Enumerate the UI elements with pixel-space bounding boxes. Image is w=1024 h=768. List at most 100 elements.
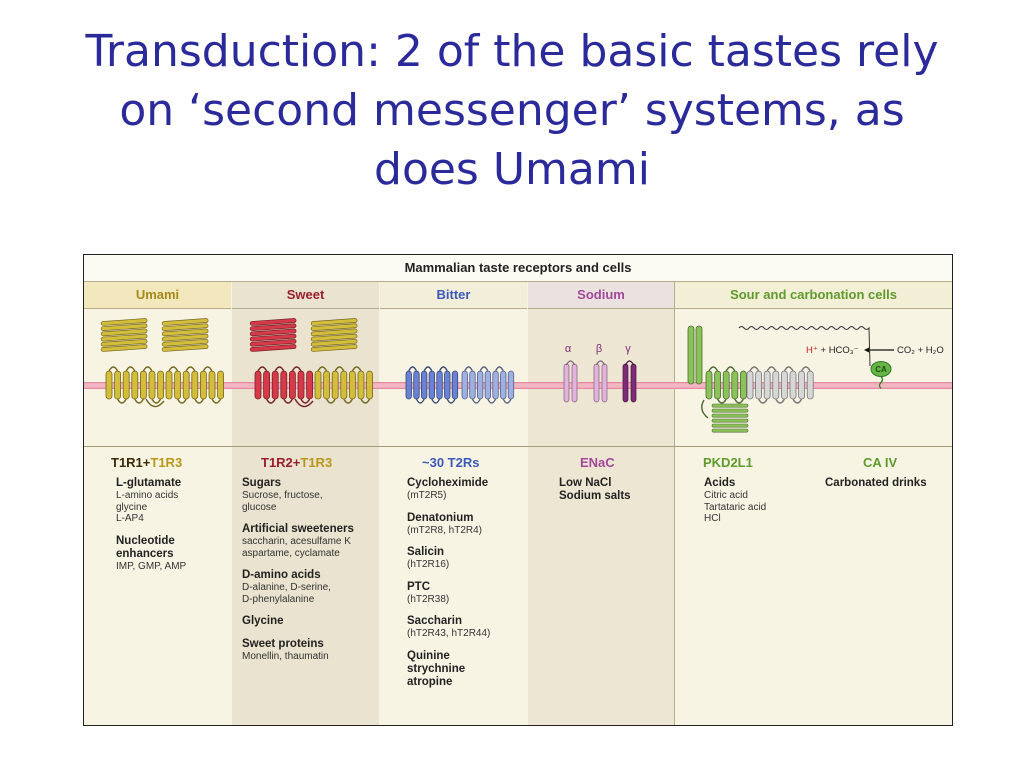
pkd1l3-transmembrane-helix (763, 370, 771, 400)
pkd2l1-transmembrane-helix (705, 370, 713, 400)
ligand-name: Glycine (242, 615, 284, 627)
ligand-item: Saccharin(hT2R43, hT2R44) (407, 615, 525, 640)
sweet-venus-flytrap-domain (310, 328, 358, 337)
ligand-name: L-glutamate (116, 477, 182, 489)
receptor-sour: PKD2L1 (703, 455, 753, 470)
umami-venus-flytrap-domain (161, 318, 209, 326)
ligand-item: PTC(hT2R38) (407, 581, 525, 606)
sweet-transmembrane-helix (331, 370, 339, 400)
ligand-detail: (mT2R5) (407, 490, 447, 501)
slide-title: Transduction: 2 of the basic tastes rely… (0, 22, 1024, 199)
sweet-transmembrane-helix (306, 370, 314, 400)
ligand-item: Cycloheximide(mT2R5) (407, 477, 525, 502)
sweet-transmembrane-helix (288, 370, 296, 400)
umami-transmembrane-helix (105, 370, 113, 400)
enac-subunit (571, 363, 578, 403)
sweet-transmembrane-helix (254, 370, 262, 400)
umami-venus-flytrap-domain (161, 323, 209, 332)
reaction-right: CO₂ + H₂O (897, 345, 944, 356)
sweet-transmembrane-helix (348, 370, 356, 400)
enac-subunit (563, 363, 570, 403)
umami-transmembrane-helix (217, 370, 225, 400)
sweet-transmembrane-helix (314, 370, 322, 400)
column-sour: Sour and carbonation cells (675, 282, 952, 725)
umami-venus-flytrap-domain (161, 344, 209, 352)
ligand-name: Artificial sweeteners (242, 523, 354, 535)
bitter-transmembrane-helix (500, 370, 507, 400)
ligand-name: Denatonium (407, 511, 474, 524)
sweet-venus-flytrap-domain (249, 338, 297, 347)
bitter-transmembrane-helix (461, 370, 468, 400)
pkd2l1-transmembrane-helix (714, 370, 721, 400)
sweet-transmembrane-helix (357, 370, 365, 400)
pkd2l1-transmembrane-helix (731, 370, 739, 400)
enac-alpha-label: α (565, 343, 572, 355)
bitter-transmembrane-helix (444, 370, 451, 400)
sweet-venus-flytrap-domain (249, 323, 297, 332)
pkd2l1-transmembrane-helix (722, 370, 730, 400)
anchor-tether (738, 326, 871, 367)
bitter-transmembrane-helix (413, 370, 420, 400)
ligand-name: Acids (704, 477, 736, 489)
illustration-baseline (84, 446, 952, 447)
pkd1l3-transmembrane-helix (772, 370, 780, 400)
ligand-name: Salicin (407, 546, 445, 558)
ligand-name: Carbonated drinks (825, 477, 927, 489)
umami-venus-flytrap-domain (100, 338, 148, 347)
bitter-transmembrane-helix (469, 370, 476, 400)
title-line-1: Transduction: 2 of the basic tastes rely (85, 26, 939, 77)
title-line-2: on ‘second messenger’ systems, as (119, 85, 905, 136)
umami-venus-flytrap-domain (161, 338, 209, 347)
pkd1l3-transmembrane-helix (781, 370, 788, 400)
sweet-transmembrane-helix (280, 370, 288, 400)
pkd-cytoplasmic-domain (711, 413, 749, 418)
column-sweet: Sweet (232, 282, 379, 725)
umami-transmembrane-helix (208, 370, 216, 400)
pkd-cytoplasmic-domain (711, 418, 749, 423)
enac-gamma-label: γ (625, 343, 631, 355)
ligand-detail: (hT2R38) (407, 593, 450, 605)
column-umami: Umami (84, 282, 231, 725)
bitter-transmembrane-helix (492, 370, 499, 400)
bitter-transmembrane-helix (420, 370, 428, 400)
sweet-transmembrane-helix (297, 370, 305, 400)
bitter-transmembrane-helix (476, 370, 484, 400)
ligand-name: Sweet proteins (242, 638, 324, 650)
enac-subunit (630, 363, 637, 403)
ligand-item: Salicin(hT2R16) (407, 546, 525, 571)
umami-transmembrane-helix (122, 370, 130, 400)
ligand-detail: (hT2R43, hT2R44) (407, 628, 491, 639)
umami-venus-flytrap-domain (100, 328, 148, 337)
ligand-detail: Sucrose, fructose,glucose (242, 490, 323, 513)
ligand-item: Glycine (242, 615, 378, 628)
umami-venus-flytrap-domain (100, 323, 148, 332)
umami-transmembrane-helix (131, 370, 139, 400)
bitter-transmembrane-helix (436, 370, 443, 400)
receptor-illustration: α β γ H⁺ + HCO₃⁻ CO₂ + H₂O CA (84, 318, 952, 433)
column-header-sodium: Sodium (528, 282, 674, 309)
bitter-transmembrane-helix (428, 370, 436, 400)
ligand-name: Sugars (242, 477, 281, 489)
sweet-transmembrane-helix (366, 370, 374, 400)
ligand-detail: (hT2R16) (407, 559, 450, 570)
bitter-transmembrane-helix (507, 370, 515, 400)
receptor-carbonation: CA IV (863, 455, 898, 470)
sweet-venus-flytrap-domain (310, 333, 358, 342)
ligand-detail: (mT2R8, hT2R4) (407, 524, 483, 536)
enac-subunit (593, 363, 600, 403)
column-header-bitter: Bitter (380, 282, 527, 309)
pkd-cytoplasmic-domain (711, 423, 749, 428)
pkd1l3-transmembrane-helix (806, 370, 814, 400)
